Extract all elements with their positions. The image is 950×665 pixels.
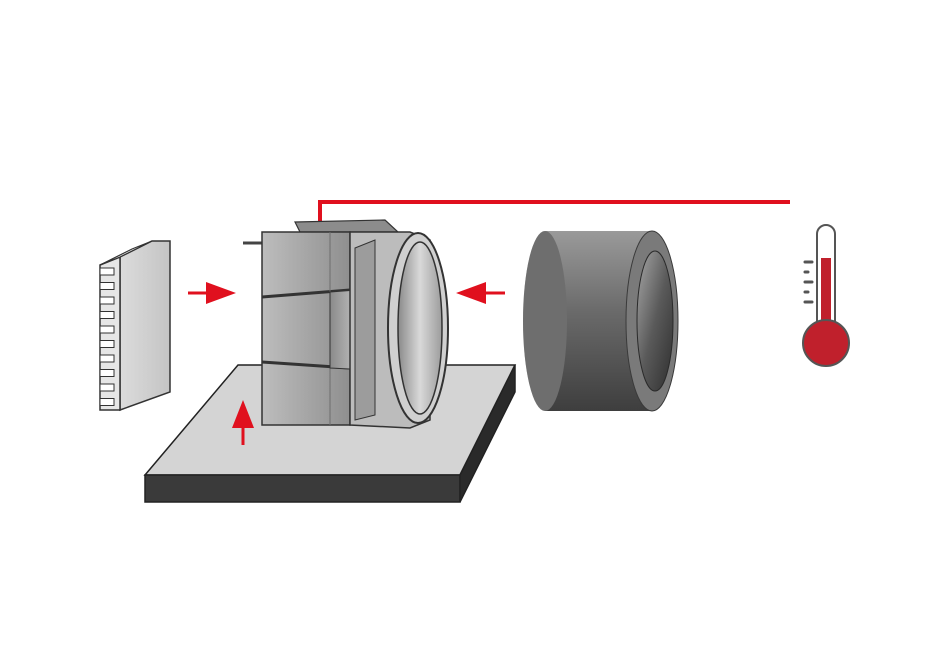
heat-sink-fin-slot xyxy=(100,297,114,304)
bobbin-core-holder xyxy=(243,220,448,428)
heat-sink-fin-slot xyxy=(100,341,114,348)
heat-sink-fin-slot xyxy=(100,283,114,290)
thermometer-icon xyxy=(803,225,849,366)
heat-sink-fin-slot xyxy=(100,399,114,406)
arrow-from-ferrite-ring xyxy=(456,282,505,304)
arrow-from-heat-sink xyxy=(188,282,236,304)
heat-sink-fin-slot xyxy=(100,370,114,377)
heat-sink-fin-slot xyxy=(100,326,114,333)
ferrite-ring xyxy=(523,231,678,411)
heat-sink-fin-slot xyxy=(100,384,114,391)
heat-sink-fin-slot xyxy=(100,268,114,275)
heat-sink xyxy=(100,241,170,410)
heat-sink-fin-slot xyxy=(100,312,114,319)
heat-sink-fin-slot xyxy=(100,355,114,362)
